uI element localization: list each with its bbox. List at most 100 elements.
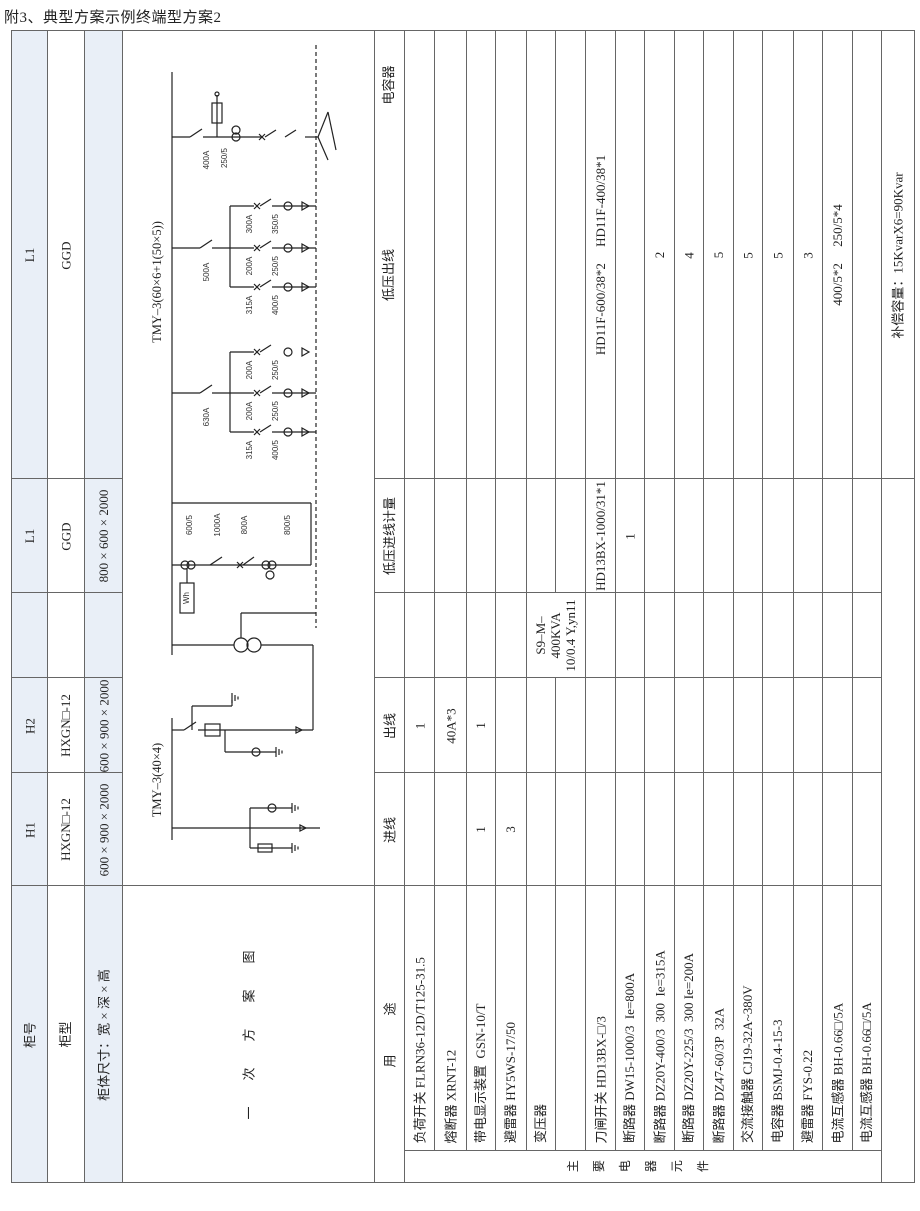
blank-cell [822, 592, 853, 678]
blank-cell [404, 592, 435, 678]
l1a-component-value [703, 478, 734, 593]
h1-component-value [703, 772, 734, 886]
l1b-component-value: 4 [674, 30, 704, 479]
main-components-group-label-text: 主要电器元件 [565, 1159, 722, 1174]
l1a-no: L1 [11, 478, 48, 593]
blank-cell [585, 592, 616, 678]
l1b-usage-capacitor-text: 电容器 [380, 65, 396, 105]
component-label-text: 断路器 DZ20Y-400/3 300 Ie=315A [651, 949, 667, 1143]
l1a-usage-text: 低压进线计量 [381, 497, 397, 576]
row-label-size-text: 柜体尺寸：宽 × 深 × 高 [95, 968, 111, 1101]
row-label-no-text: 柜号 [21, 1021, 37, 1048]
l1b-component-value: 2 [644, 30, 675, 479]
l1a-component-value [762, 478, 794, 593]
blank-cell [644, 592, 675, 678]
l1b-component-value [404, 30, 435, 479]
h1-component-value-text: 1 [473, 826, 489, 833]
h2-component-value [822, 677, 853, 773]
component-label-text: 断路器 DZ20Y-225/3 300 Ie=200A [681, 952, 697, 1143]
h1-component-value [852, 772, 882, 886]
component-label-text: 断路器 DW15-1000/3 Ie=800A [622, 972, 638, 1143]
h2-component-value [674, 677, 704, 773]
l1a-component-value-text: 1 [622, 532, 638, 540]
l1b-component-value: 5 [703, 30, 734, 479]
h2-component-value [615, 677, 645, 773]
h2-component-value: 1 [466, 677, 496, 773]
l1a-component-value: HD13BX-1000/31*1 [585, 478, 616, 593]
blank-cell [495, 592, 527, 678]
component-label-text: 负荷开关 FLRN36-12D/T125-31.5 [411, 956, 427, 1143]
l1a-component-value [434, 478, 467, 593]
h1-component-value [526, 772, 556, 886]
l1b-size [84, 30, 123, 479]
l1b-component-value-text: 400/5*2 250/5*4 [829, 204, 845, 306]
h1-no: H1 [11, 772, 48, 886]
blank-cell [84, 592, 123, 678]
l1b-component-value-text: 5 [740, 251, 756, 259]
l1b-component-value: 5 [733, 30, 763, 479]
l1b-component-value-text: 5 [710, 251, 726, 259]
l1a-component-value [822, 478, 853, 593]
h1-component-value [762, 772, 794, 886]
l1b-component-value-text: 3 [800, 251, 816, 259]
l1b-type-text: GGD [58, 240, 74, 270]
component-label: 电流互感器 BH-0.66□/5A [822, 885, 853, 1151]
l1a-component-value [555, 478, 586, 593]
h1-component-value [733, 772, 763, 886]
page-title: 附3、典型方案示例终端型方案2 [4, 10, 222, 26]
row-label-usage: 用 途 [374, 885, 405, 1183]
l1b-usage-capacitor: 电容器 [374, 40, 405, 131]
h1-component-value [674, 772, 704, 886]
l1b-component-value: HD11F-600/38*2 HD11F-400/38*1 [585, 30, 616, 479]
h1-component-value: 3 [495, 772, 527, 886]
h2-component-value [555, 677, 586, 773]
component-label: 断路器 DW15-1000/3 Ie=800A [615, 885, 645, 1151]
transformer-spec: S9–M– 400KVA 10/0.4 Y,yn11 [526, 592, 586, 678]
l1b-component-value: 5 [762, 30, 794, 479]
l1a-type: GGD [47, 478, 85, 593]
l1b-component-value [852, 30, 882, 479]
l1a-usage: 低压进线计量 [374, 478, 405, 593]
blank-cell [762, 592, 794, 678]
l1a-component-value [495, 478, 527, 593]
l1a-component-value [733, 478, 763, 593]
diagram-cell [122, 30, 375, 886]
component-label: 变压器 [526, 885, 556, 1151]
h2-component-value: 1 [404, 677, 435, 773]
l1a-size-text: 800 × 600 × 2000 [95, 489, 111, 583]
h1-component-value [793, 772, 823, 886]
h1-type: HXGN□-12 [47, 772, 85, 886]
component-label-text: 变压器 [533, 1103, 549, 1143]
h2-type: HXGN□-12 [47, 677, 85, 773]
h2-component-value-text: 1 [473, 722, 489, 729]
l1b-usage-text: 低压出线 [380, 249, 396, 302]
component-label-text: 断路器 DZ47-60/3P 32A [710, 1007, 726, 1143]
h2-size: 600 × 900 × 2000 [84, 677, 123, 773]
l1a-component-value [852, 478, 882, 593]
component-label: 断路器 DZ20Y-225/3 300 Ie=200A [674, 885, 704, 1151]
h1-component-value [555, 772, 586, 886]
l1b-component-value: 400/5*2 250/5*4 [822, 30, 853, 479]
blank-cell [793, 592, 823, 678]
l1a-component-value: 1 [615, 478, 645, 593]
l1b-component-value-text: 2 [651, 251, 667, 259]
row-label-usage-text: 用 途 [381, 1002, 397, 1068]
transformer-spec-text: S9–M– 400KVA 10/0.4 Y,yn11 [533, 599, 578, 672]
row-label-size: 柜体尺寸：宽 × 深 × 高 [84, 885, 123, 1183]
l1a-component-value [404, 478, 435, 593]
h2-component-value [703, 677, 734, 773]
component-label-text: 电流互感器 BH-0.66□/5A [859, 1002, 875, 1143]
blank-cell [733, 592, 763, 678]
component-label-text: 熔断器 XRNT-12 [442, 1049, 458, 1143]
l1b-component-value [495, 30, 527, 479]
l1b-component-value [466, 30, 496, 479]
h1-component-value [822, 772, 853, 886]
h1-component-value-text: 3 [503, 826, 519, 833]
blank-cell [881, 478, 915, 1183]
h2-component-value-text: 1 [411, 722, 427, 729]
h1-component-value [644, 772, 675, 886]
l1b-component-value [434, 30, 467, 479]
row-label-type: 柜型 [47, 885, 85, 1183]
l1b-component-value [526, 30, 556, 479]
component-label-text: 避雷器 HY5WS-17/50 [503, 1022, 519, 1143]
